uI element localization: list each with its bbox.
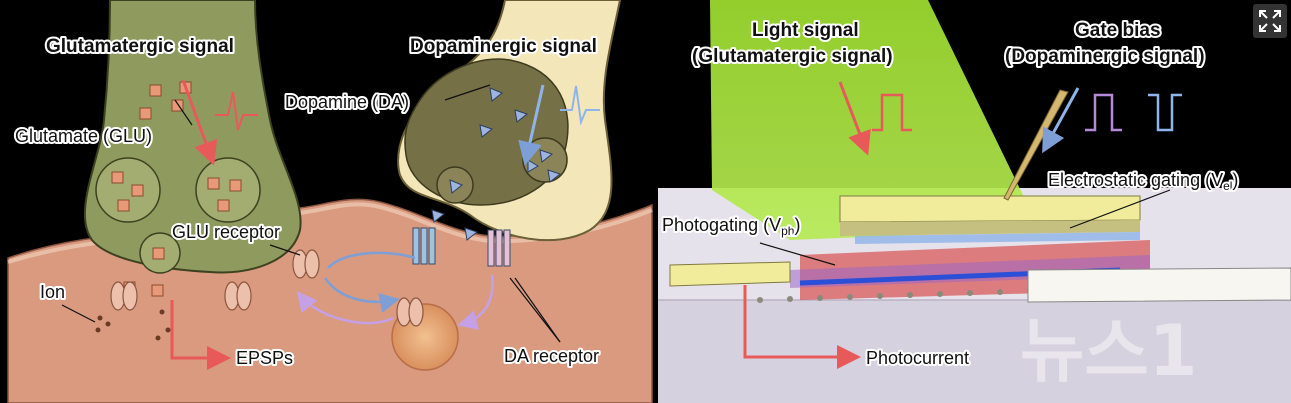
title-light-signal: Light signal xyxy=(752,20,859,41)
left-panel xyxy=(7,0,653,403)
label-photogating: Photogating (Vph) xyxy=(662,215,800,238)
light-arrow xyxy=(838,81,871,156)
left-labels: Glutamatergic signal Dopaminergic signal… xyxy=(13,34,601,370)
right-labels: Light signal (Glutamatergic signal) Gate… xyxy=(660,18,1240,370)
light-pulse-icon xyxy=(872,93,912,132)
gate-arrow xyxy=(1042,87,1080,154)
nanoparticles xyxy=(757,288,1033,303)
label-photocurrent: Photocurrent xyxy=(866,348,969,368)
label-dopamine: Dopamine (DA) xyxy=(285,92,409,112)
pathway-arrow xyxy=(323,277,400,313)
label-ion: Ion xyxy=(40,282,65,302)
source-electrode xyxy=(669,261,791,287)
label-glutamate: Glutamate (GLU) xyxy=(15,126,152,146)
drain-electrode xyxy=(1027,267,1291,303)
title-glutamatergic: Glutamatergic signal xyxy=(46,36,234,57)
da-release-arrow xyxy=(518,84,545,166)
title-gate-bias-sub: (Dopaminergic signal) xyxy=(1005,46,1205,67)
title-light-signal-sub: (Glutamatergic signal) xyxy=(692,46,893,67)
gate-pulse-positive-icon xyxy=(1085,93,1122,132)
ions xyxy=(95,309,171,341)
da-receptor xyxy=(412,227,511,267)
right-panel: 뉴스1 xyxy=(658,0,1291,403)
pathway-arrow xyxy=(457,274,494,330)
glu-receptor xyxy=(110,249,424,327)
da-spike-icon xyxy=(560,85,600,126)
vesicle xyxy=(95,157,161,223)
pathway-arrow xyxy=(296,291,394,325)
label-glu-receptor: GLU receptor xyxy=(172,222,280,242)
probe-tip xyxy=(1003,89,1069,201)
label-epsps: EPSPs xyxy=(236,348,293,368)
gate-electrode-side xyxy=(840,220,1140,236)
light-beam xyxy=(710,0,1040,240)
leader-lines-right xyxy=(759,189,1171,266)
glu-spike-icon xyxy=(215,91,258,131)
label-electrostatic-gating: Electrostatic gating (Vel) xyxy=(1048,170,1238,193)
pathway-arrow xyxy=(327,251,416,269)
vesicle xyxy=(195,157,261,223)
leader-lines xyxy=(61,84,561,343)
title-gate-bias: Gate bias xyxy=(1075,20,1161,41)
watermark: 뉴스1 xyxy=(1020,310,1198,392)
substrate-base xyxy=(658,300,1291,403)
label-da-receptor: DA receptor xyxy=(504,346,599,366)
title-dopaminergic: Dopaminergic signal xyxy=(410,36,597,57)
expand-button[interactable] xyxy=(1253,4,1287,38)
epsp-arrow xyxy=(170,300,231,370)
dielectric-layer xyxy=(855,232,1140,244)
gate-pulse-negative-icon xyxy=(1148,93,1182,132)
photocurrent-arrow xyxy=(743,285,861,369)
glu-release-arrow xyxy=(181,79,218,166)
expand-icon xyxy=(1259,10,1281,32)
